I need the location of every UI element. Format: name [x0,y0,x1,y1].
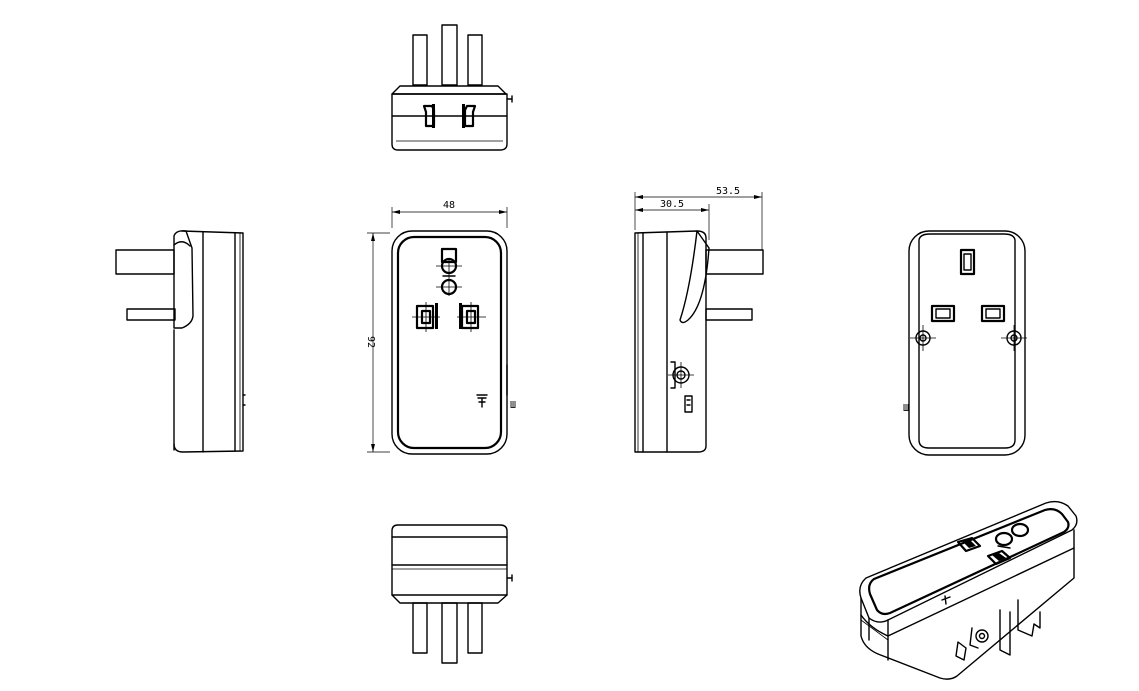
logo-mark [476,394,488,408]
dimension-height-label: 92 [365,336,376,348]
socket-live-left [412,302,440,332]
dimension-body-depth-label: 30.5 [660,199,684,210]
left-side-view [115,230,246,453]
isometric-view [859,500,1078,680]
pin-left [412,34,428,86]
svg-text:Ш: Ш [510,400,516,411]
svg-text:Ш: Ш [903,403,909,414]
bottom-view [391,524,513,664]
socket-earth-slot [436,247,462,296]
dimension-width-label: 48 [443,200,455,211]
back-view: Ш [903,230,1027,456]
right-side-view: 30.5 53.5 [634,186,764,453]
front-view: 48 92 Ш [365,200,516,455]
dimension-total-depth-label: 53.5 [716,186,740,197]
socket-neutral-right [457,302,486,332]
top-view [391,24,513,151]
pin-center [441,24,458,86]
pin-right [467,34,483,86]
